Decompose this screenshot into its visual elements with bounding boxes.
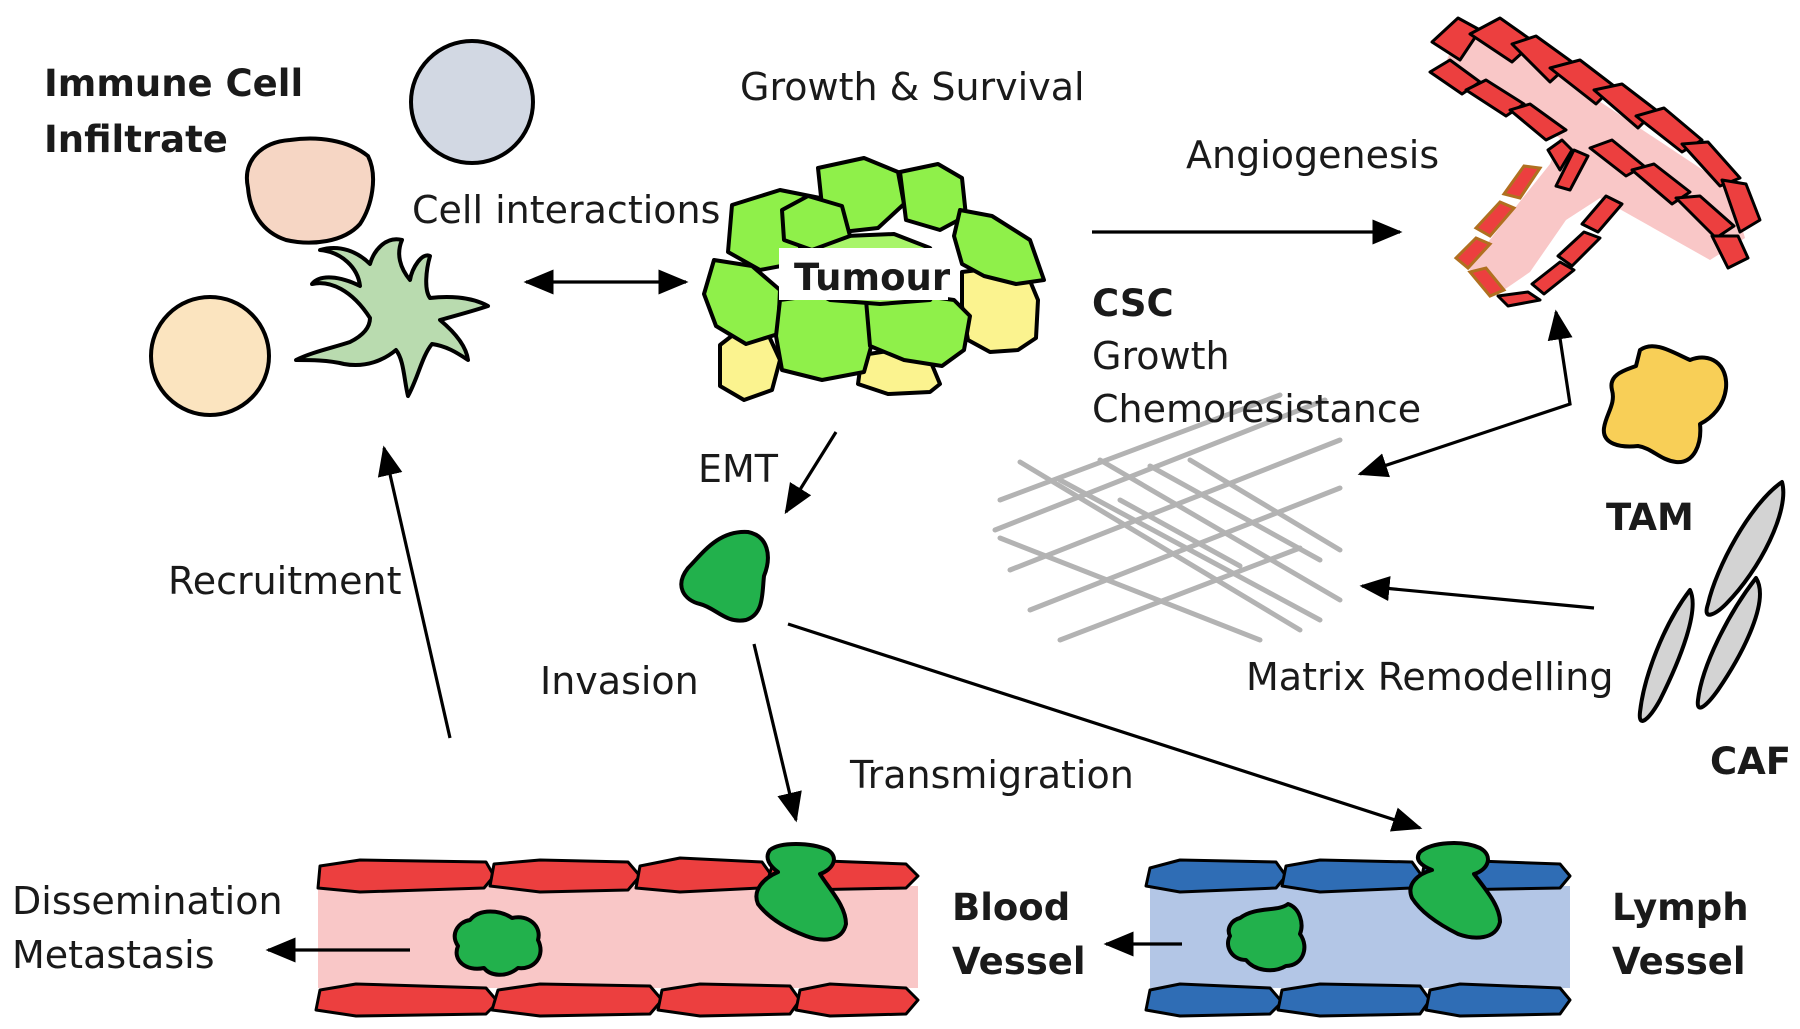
label-csc-chemoresistance: Chemoresistance <box>1092 387 1421 431</box>
cell-in-lymph <box>1226 902 1307 973</box>
label-caf: CAF <box>1710 740 1791 783</box>
immune-cells <box>149 39 535 417</box>
caf-cells <box>1637 480 1786 723</box>
label-dissemination: Dissemination <box>12 879 283 923</box>
label-metastasis: Metastasis <box>12 933 215 977</box>
label-immune-line1: Immune Cell <box>44 62 303 105</box>
label-immune-line2: Infiltrate <box>44 118 228 161</box>
lymph-lumen <box>1150 886 1570 988</box>
immune-cell-cream <box>149 295 271 417</box>
dendritic-cell <box>294 237 490 398</box>
label-csc: CSC <box>1092 282 1174 325</box>
label-emt: EMT <box>698 447 779 491</box>
label-transmigration: Transmigration <box>849 753 1134 797</box>
labels: Immune Cell Infiltrate Growth & Survival… <box>12 62 1791 983</box>
vessel-lumen <box>1440 30 1745 294</box>
immune-cell-peach <box>244 136 376 245</box>
arrows <box>265 219 1595 963</box>
label-invasion: Invasion <box>540 659 699 703</box>
label-lymph-line1: Lymph <box>1612 886 1749 929</box>
arrow-transmigration-lymph <box>787 622 1423 832</box>
label-blood-line2: Vessel <box>952 940 1086 983</box>
tumour-label-box <box>779 248 948 300</box>
arrow-invasion <box>752 643 802 823</box>
migrating-tumour-cell <box>679 529 770 623</box>
immune-cell-grey <box>409 39 535 165</box>
label-cell-interactions: Cell interactions <box>412 188 720 232</box>
label-lymph-line2: Vessel <box>1612 940 1746 983</box>
arrow-recruitment <box>377 445 452 739</box>
sprouting-tip-cells <box>1453 164 1543 298</box>
lymph-vessel <box>1144 841 1572 1018</box>
blood-vessel <box>314 842 920 1018</box>
arrow-caf-to-matrix <box>1359 576 1595 610</box>
cell-transmigrating-blood <box>754 842 848 942</box>
tam-cell <box>1601 344 1729 465</box>
arrow-emt <box>784 431 838 515</box>
label-blood-line1: Blood <box>952 886 1070 929</box>
label-matrix-remodelling: Matrix Remodelling <box>1246 655 1613 699</box>
extracellular-matrix <box>992 392 1343 643</box>
label-tumour: Tumour <box>794 256 951 299</box>
cell-transmigrating-lymph <box>1408 841 1502 940</box>
arrow-matrix-to-vessel <box>1357 309 1573 478</box>
cell-in-blood <box>452 909 543 977</box>
label-recruitment: Recruitment <box>168 559 402 603</box>
label-growth-survival: Growth & Survival <box>740 65 1085 109</box>
branching-vessel <box>1428 16 1762 308</box>
label-angiogenesis: Angiogenesis <box>1186 133 1439 177</box>
label-csc-growth: Growth <box>1092 334 1230 378</box>
vessel-wall-cells <box>1428 16 1762 308</box>
label-tam: TAM <box>1606 496 1694 539</box>
